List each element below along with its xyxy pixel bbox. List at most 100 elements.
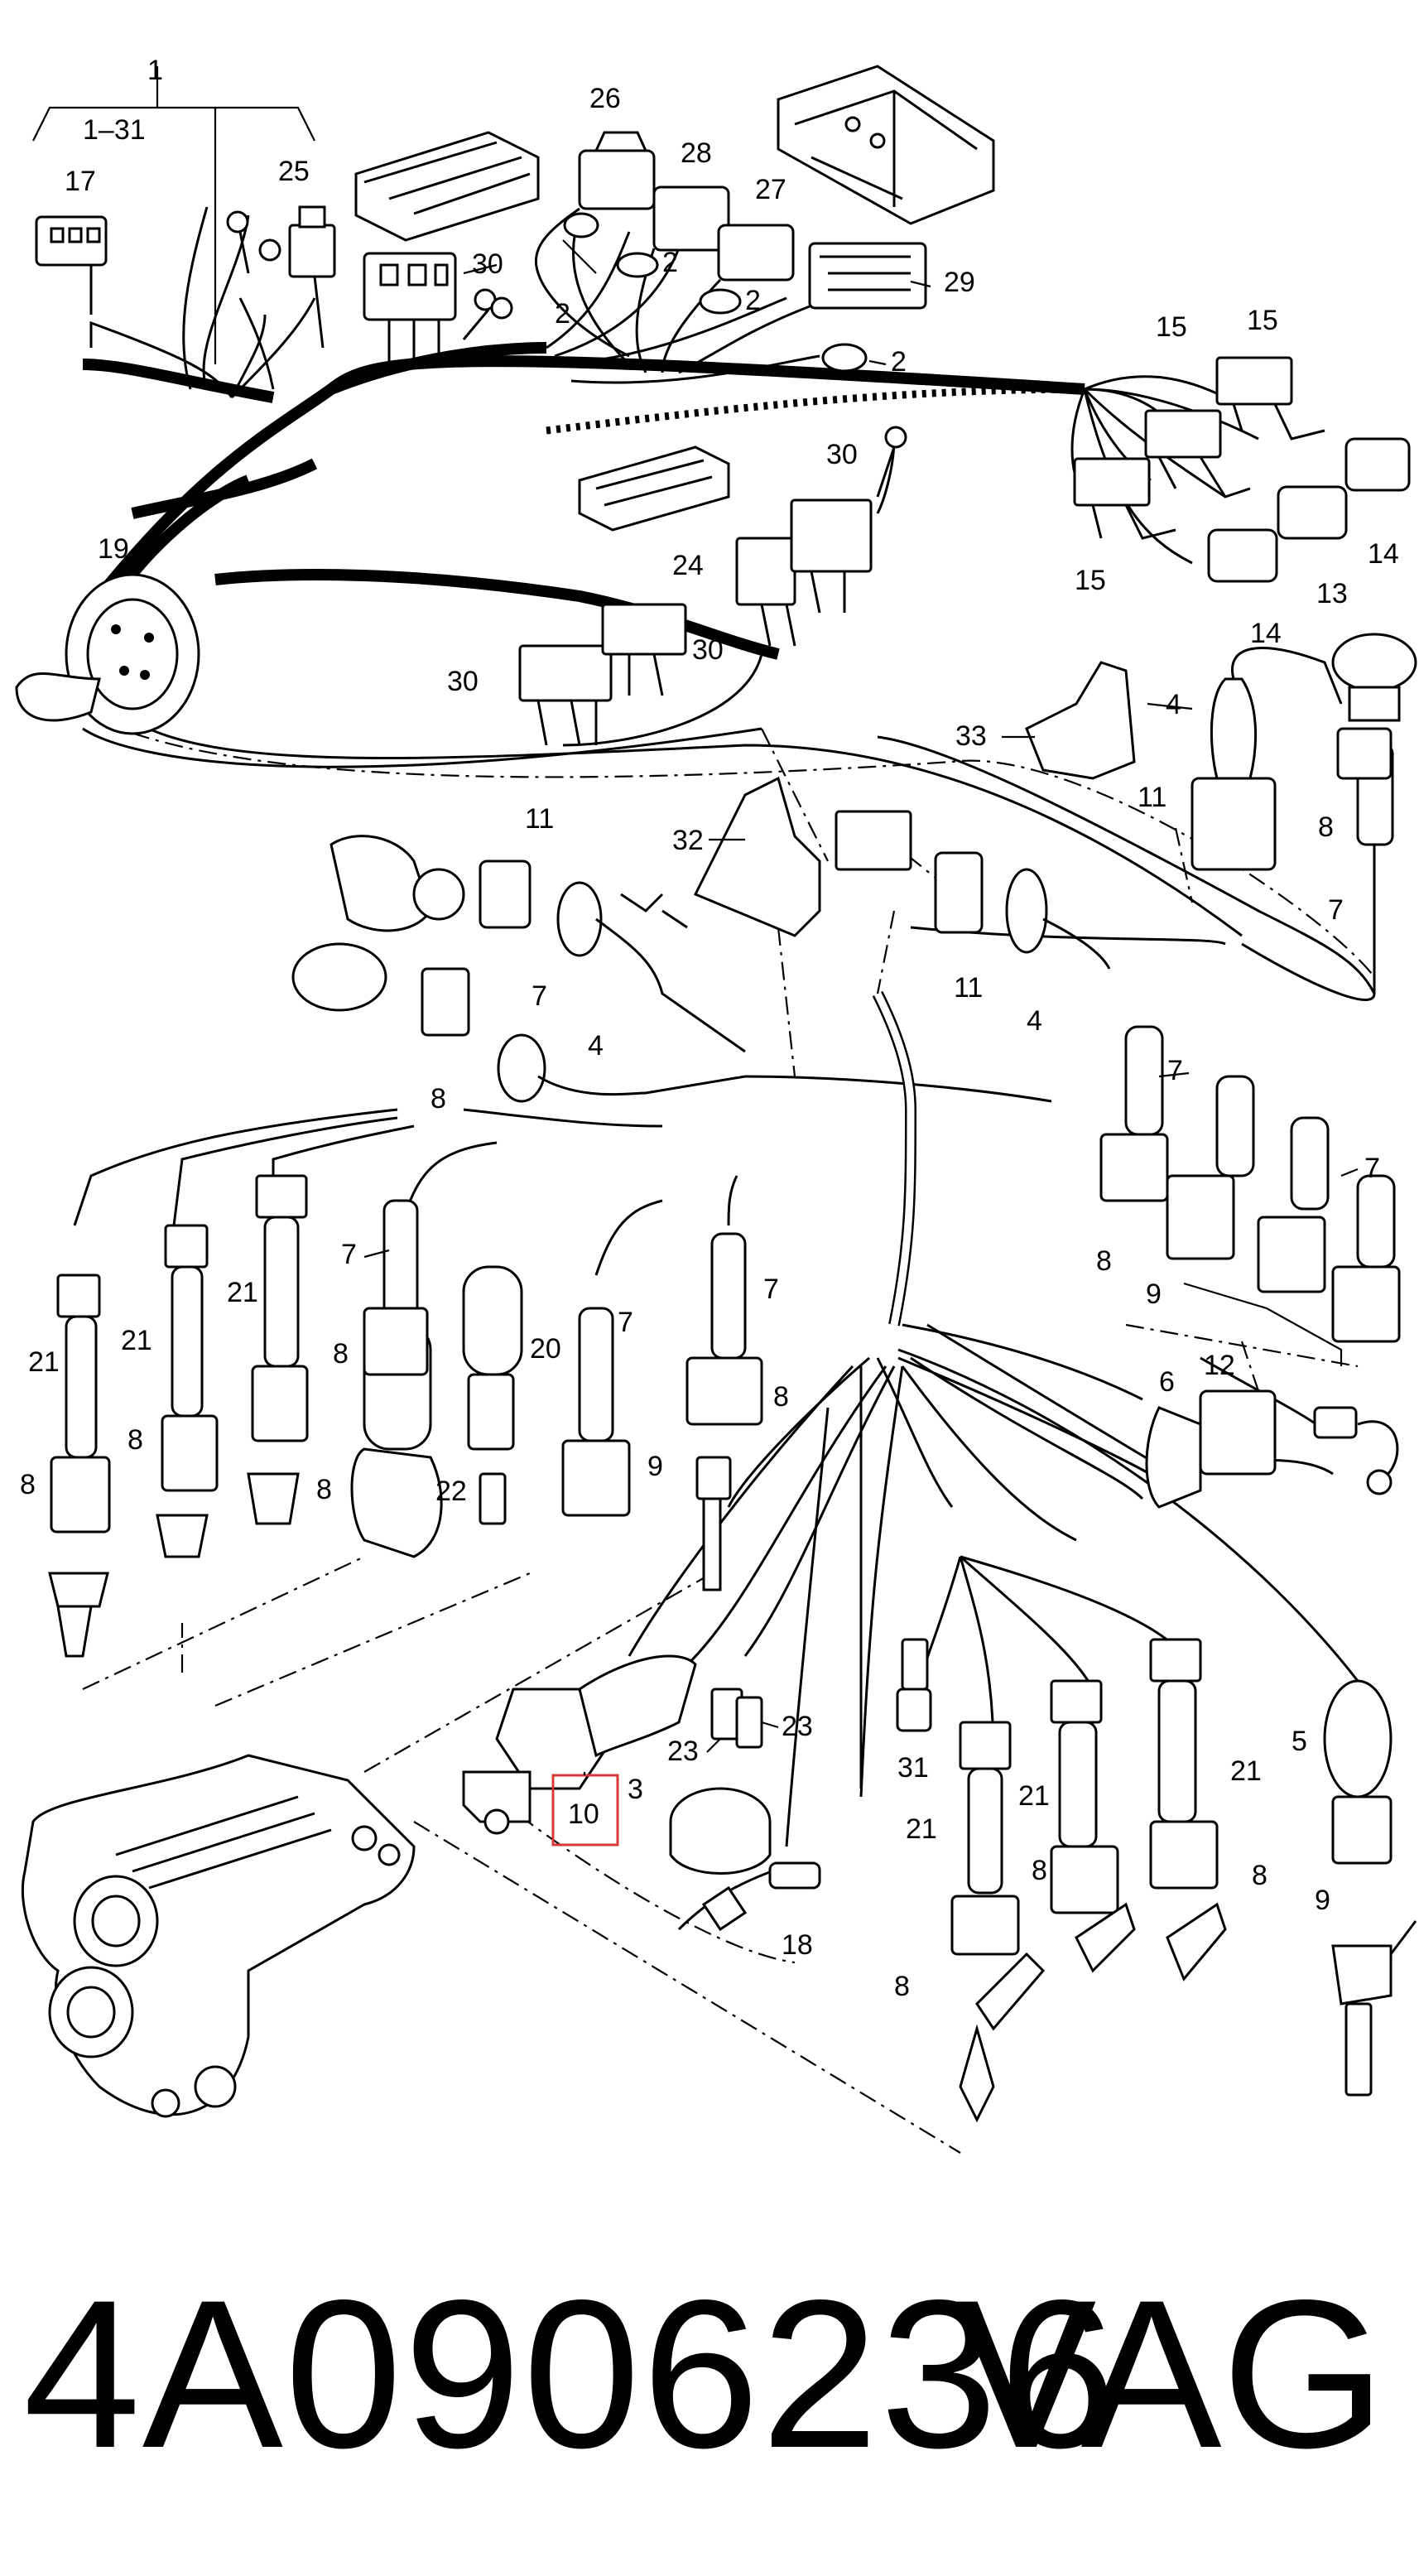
callout-23: 23 [667, 1736, 699, 1767]
sensor-18 [768, 1861, 821, 1890]
callout-8: 8 [127, 1424, 143, 1456]
grommet-2 [563, 212, 599, 238]
connector-8 [50, 1456, 111, 1534]
callout-28: 28 [681, 137, 712, 169]
callout-15: 15 [1247, 305, 1278, 336]
callout-33: 33 [955, 720, 987, 752]
callout-7: 7 [1364, 1153, 1380, 1184]
fuse-box [354, 131, 540, 242]
callout-7: 7 [1167, 1055, 1183, 1086]
callout-23: 23 [782, 1711, 813, 1742]
connector-11 [934, 851, 984, 934]
callout-30: 30 [447, 666, 479, 697]
connector-13 [1277, 485, 1348, 540]
callout-9: 9 [1146, 1278, 1162, 1310]
callout-8: 8 [894, 1971, 910, 2002]
relay-26 [578, 149, 656, 210]
callout-30: 30 [472, 248, 503, 280]
connector-14 [1344, 437, 1411, 492]
top-center-group [534, 65, 995, 374]
relay-28 [652, 185, 730, 252]
callout-4: 4 [588, 1030, 604, 1062]
callout-2: 2 [662, 247, 678, 278]
relay-base-24 [735, 537, 796, 606]
ring-terminal [226, 210, 249, 234]
callout-22: 22 [435, 1476, 467, 1507]
callout-32: 32 [672, 825, 704, 856]
lower-center-parts [462, 1638, 932, 1932]
callout-11: 11 [1138, 782, 1166, 813]
right-injector-plugs [1099, 1025, 1401, 1509]
distributor-19 [15, 573, 762, 768]
relay-panels [518, 426, 907, 747]
relay-base-30 [790, 498, 873, 573]
sensor-20 [462, 1265, 523, 1376]
callout-21: 21 [121, 1325, 152, 1356]
left-injector-row [48, 1174, 763, 1658]
callout-1: 1 [147, 55, 163, 86]
callout-19: 19 [98, 533, 129, 565]
callout-21: 21 [906, 1813, 937, 1845]
wiring-harness-diagram: 1 1–31 17 25 26 28 27 29 30 2 2 2 2 19 1… [15, 55, 1417, 2154]
callout-2: 2 [555, 298, 570, 330]
relay-25 [288, 224, 336, 278]
callout-7: 7 [1328, 894, 1344, 926]
connector-8 [421, 967, 470, 1037]
engine-block [21, 1754, 416, 2118]
temperature-sender [350, 1447, 443, 1558]
callout-8: 8 [1252, 1860, 1267, 1891]
callout-15: 15 [1075, 565, 1106, 596]
callout-26: 26 [589, 83, 621, 114]
callout-9: 9 [1315, 1885, 1330, 1916]
callout-9: 9 [647, 1451, 663, 1482]
callout-13: 13 [1316, 578, 1348, 609]
callout-29: 29 [944, 267, 975, 298]
grommet-6 [1145, 1406, 1202, 1509]
callout-2: 2 [891, 346, 907, 378]
lower-right-injectors [950, 1638, 1417, 2123]
callout-21: 21 [1230, 1755, 1262, 1787]
top-right-group [1073, 356, 1411, 583]
callout-17: 17 [65, 166, 96, 197]
sensor-9 [1331, 1944, 1393, 2005]
callout-18: 18 [782, 1929, 813, 1961]
sensor-4 [1191, 777, 1277, 871]
callout-31: 31 [897, 1752, 929, 1784]
callout-10: 10 [568, 1798, 599, 1830]
callout-7: 7 [532, 980, 547, 1012]
callout-11: 11 [525, 803, 554, 835]
callout-20: 20 [530, 1333, 561, 1365]
lower-harness [73, 719, 1376, 1931]
bracket-33 [1025, 661, 1136, 780]
callout-2: 2 [745, 285, 761, 316]
top-left-group [32, 66, 540, 364]
callout-25: 25 [278, 156, 310, 187]
relay-base-30 [363, 252, 457, 321]
callout-11: 11 [954, 972, 983, 1004]
throttle-switch [291, 942, 387, 1012]
right-middle-sensors [1025, 633, 1417, 1001]
callout-30: 30 [826, 439, 858, 470]
middle-sensors [291, 776, 1111, 1103]
callout-6: 6 [1159, 1366, 1175, 1398]
callout-8: 8 [1318, 811, 1334, 843]
connector-8 [950, 1895, 1020, 1956]
callout-21: 21 [227, 1277, 258, 1308]
connector-15 [1215, 356, 1293, 406]
callout-8: 8 [1096, 1245, 1112, 1277]
callout-7: 7 [341, 1239, 357, 1270]
callout-27: 27 [755, 174, 786, 205]
callout-5: 5 [1292, 1726, 1307, 1757]
callout-8: 8 [431, 1083, 446, 1115]
connector-12 [1199, 1389, 1277, 1476]
grommet-5 [1323, 1679, 1393, 1798]
relay-27 [717, 224, 795, 282]
sensor-31 [901, 1638, 929, 1691]
leader-lines [363, 239, 1359, 1775]
callout-3: 3 [628, 1774, 643, 1805]
callout-8: 8 [773, 1381, 789, 1413]
callout-8: 8 [20, 1469, 36, 1500]
callout-8: 8 [333, 1338, 349, 1370]
callout-15: 15 [1156, 311, 1187, 343]
engine-control-unit [777, 65, 995, 225]
